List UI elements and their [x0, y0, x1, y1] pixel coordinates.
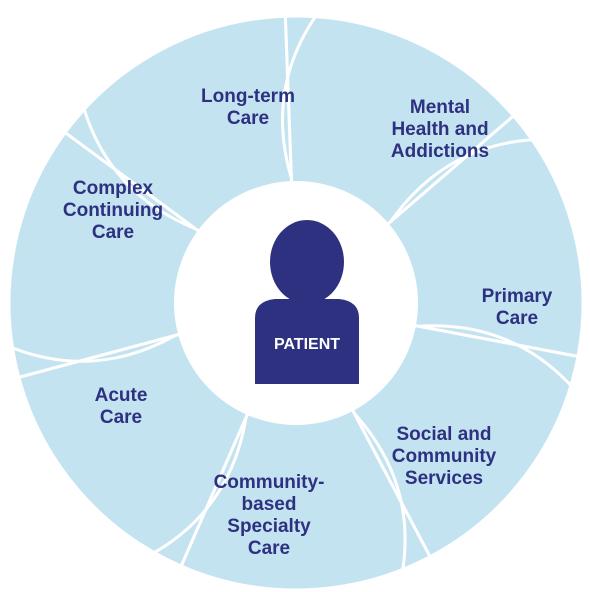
label-line: Care	[496, 308, 538, 329]
segment-divider	[389, 138, 533, 223]
segment-acute-care	[179, 301, 432, 592]
label-line: Community-	[214, 472, 325, 493]
person-icon	[255, 220, 359, 384]
label-line: Complex	[73, 178, 154, 199]
segment-divider	[353, 412, 407, 570]
label-line: Services	[405, 468, 483, 489]
label-line: Specialty	[227, 516, 311, 537]
label-line: Care	[100, 407, 142, 428]
label-line: Addictions	[391, 141, 489, 162]
label-line: Community	[392, 446, 497, 467]
label-line: Social and	[396, 424, 491, 445]
segment-divider	[418, 324, 572, 387]
label-line: Care	[227, 108, 269, 129]
segment-divider	[82, 108, 196, 231]
segment-divider	[153, 417, 248, 554]
label-line: based	[242, 494, 297, 515]
label-line: Mental	[410, 97, 470, 118]
label-line: Health and	[391, 119, 488, 140]
label-line: Care	[248, 538, 290, 559]
label-line: Primary	[482, 286, 553, 307]
label-line: Care	[92, 222, 134, 243]
label-line: Continuing	[63, 200, 163, 221]
segment-divider	[281, 15, 317, 179]
patient-label: PATIENT	[274, 336, 340, 353]
segment-divider	[11, 334, 177, 363]
label-line: Long-term	[201, 86, 295, 107]
label-line: Acute	[95, 385, 148, 406]
